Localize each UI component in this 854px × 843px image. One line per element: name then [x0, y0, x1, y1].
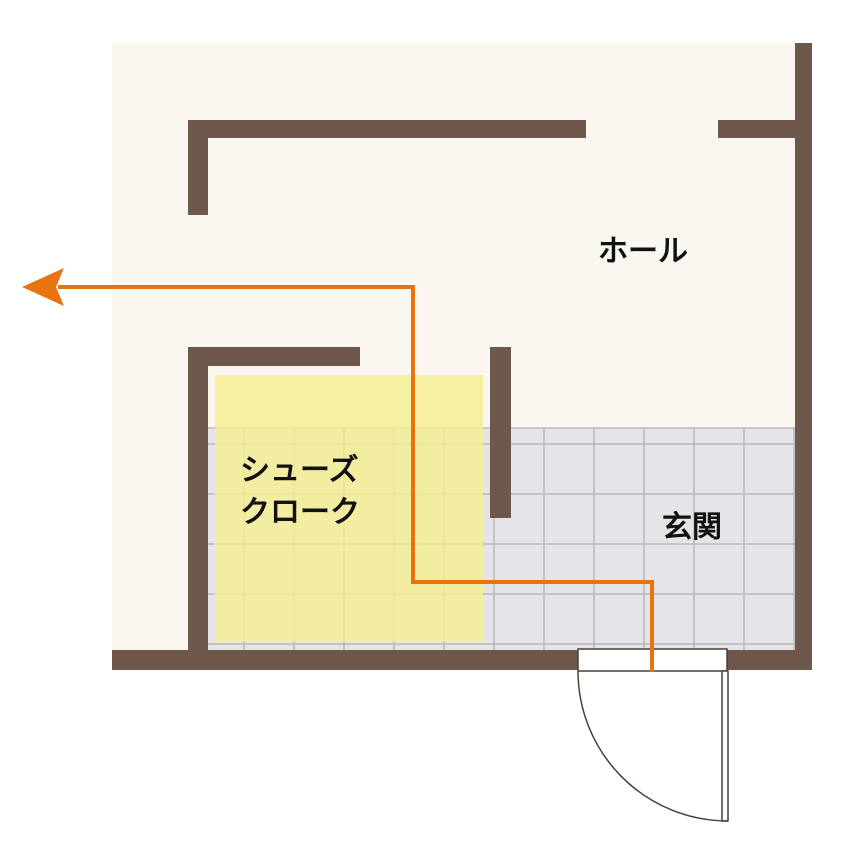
door-leaf: [721, 670, 729, 822]
divider-wall: [490, 347, 511, 518]
door-swing-arc: [577, 670, 729, 822]
entrance-door: [577, 648, 729, 822]
upper-right-stub-wall: [718, 120, 798, 138]
bottom-wall-right: [726, 650, 812, 670]
right-wall: [795, 43, 812, 670]
shoe-closet-area: [215, 375, 483, 642]
room-label-shoe-closet-2: クローク: [240, 495, 360, 530]
upper-wall-vertical: [188, 120, 208, 215]
bottom-wall-left: [112, 650, 580, 670]
closet-wall-top: [188, 347, 360, 366]
room-label-shoe-closet-1: シューズ: [240, 453, 359, 488]
arrowhead-icon: [22, 268, 64, 306]
upper-wall-horizontal: [188, 120, 586, 138]
walls: [112, 43, 812, 670]
route-line: [58, 285, 654, 672]
room-label-hall: ホール: [598, 234, 688, 269]
route-arrow: [22, 268, 654, 672]
room-label-entrance: 玄関: [662, 510, 722, 545]
closet-wall-left: [188, 347, 208, 657]
